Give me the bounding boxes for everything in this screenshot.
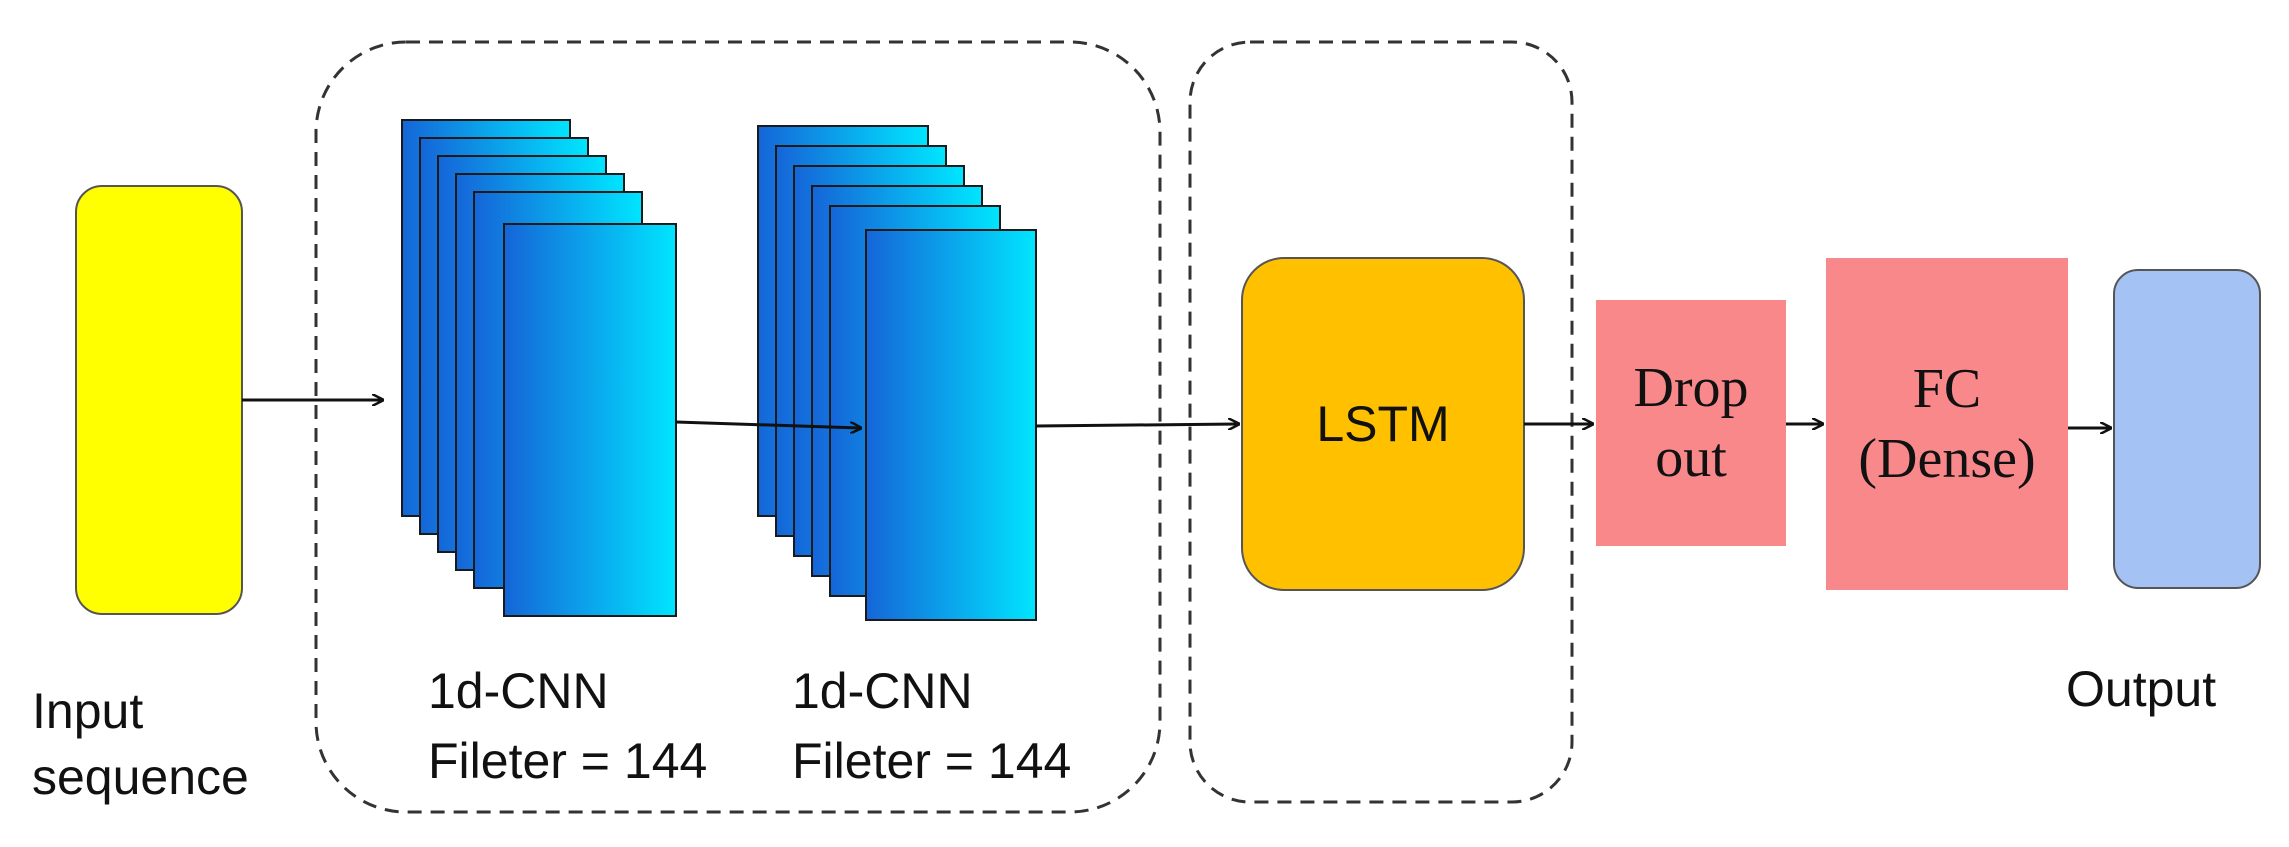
cnn2-filter: Fileter = 144 (792, 733, 1072, 789)
dropout-label: Drop out (1596, 300, 1786, 546)
arrow-cnn1-to-cnn2 (675, 420, 860, 428)
lstm-group-container (1188, 40, 1574, 804)
cnn-filter-stack-2 (757, 125, 1037, 621)
cnn1-name: 1d-CNN (428, 663, 609, 719)
lstm-label: LSTM (1316, 396, 1450, 452)
fc-label-line2: (Dense) (1858, 428, 2036, 490)
cnn1-caption: 1d-CNN Fileter = 144 (428, 656, 707, 796)
fc-label: FC (Dense) (1826, 258, 2068, 590)
fc-dense-block (1826, 258, 2068, 590)
dropout-label-line1: Drop (1633, 357, 1749, 419)
dropout-label-line2: out (1655, 427, 1727, 489)
input-label-line1: Input (32, 683, 144, 739)
dropout-block (1596, 300, 1786, 546)
input-sequence-label: Input sequence (32, 678, 249, 810)
cnn-filter-stack-1 (401, 119, 677, 617)
arrow-cnn2-to-lstm (1035, 424, 1238, 426)
output-block (2113, 269, 2261, 589)
fc-label-line1: FC (1912, 358, 1982, 420)
cnn1-filter: Fileter = 144 (428, 733, 708, 789)
cnn-group-container (314, 40, 1162, 814)
output-label: Output (2066, 661, 2217, 717)
cnn2-name: 1d-CNN (792, 663, 973, 719)
input-label-line2: sequence (32, 749, 249, 805)
input-sequence-block (75, 185, 243, 615)
cnn2-caption: 1d-CNN Fileter = 144 (792, 656, 1071, 796)
